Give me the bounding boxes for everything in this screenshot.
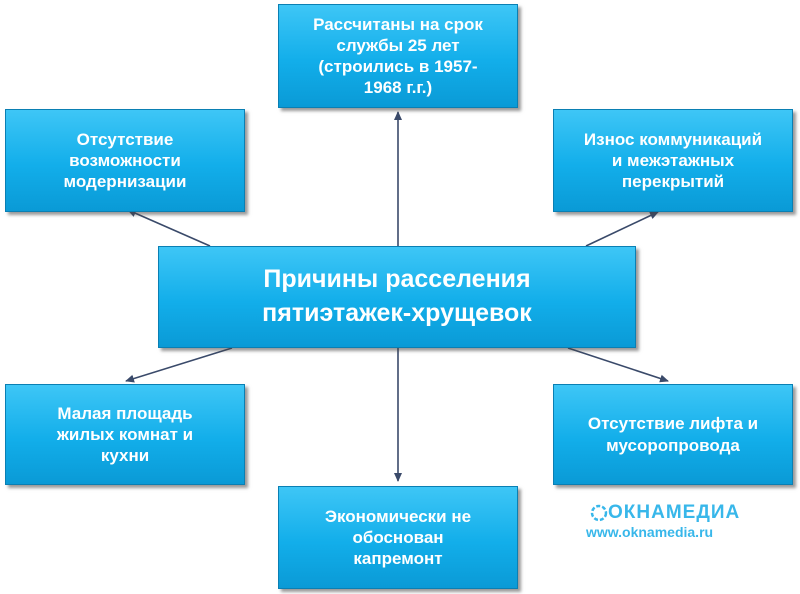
node-repair-not-justified: Экономически не обоснован капремонт: [278, 486, 518, 589]
node-no-modernization: Отсутствие возможности модернизации: [5, 109, 245, 212]
node-main-reasons: Причины расселения пятиэтажек-хрущевок: [158, 246, 636, 348]
logo-circle-icon: [590, 504, 608, 522]
arrow-to-top-right: [585, 211, 659, 247]
oknamedia-logo: ОКНАМЕДИА www.oknamedia.ru: [586, 502, 756, 544]
node-service-life: Рассчитаны на срок службы 25 лет (строил…: [278, 4, 518, 108]
logo-name: ОКНАМЕДИА: [608, 502, 741, 523]
arrow-to-bottom-right: [567, 347, 669, 383]
node-no-elevator: Отсутствие лифта и мусоропровода: [553, 384, 793, 485]
logo-url: www.oknamedia.ru: [586, 524, 714, 540]
node-small-rooms: Малая площадь жилых комнат и кухни: [5, 384, 245, 485]
arrow-to-bottom-left: [125, 347, 233, 383]
node-utilities-wear: Износ коммуникаций и межэтажных перекрыт…: [553, 109, 793, 212]
arrow-to-top-left: [127, 209, 211, 247]
